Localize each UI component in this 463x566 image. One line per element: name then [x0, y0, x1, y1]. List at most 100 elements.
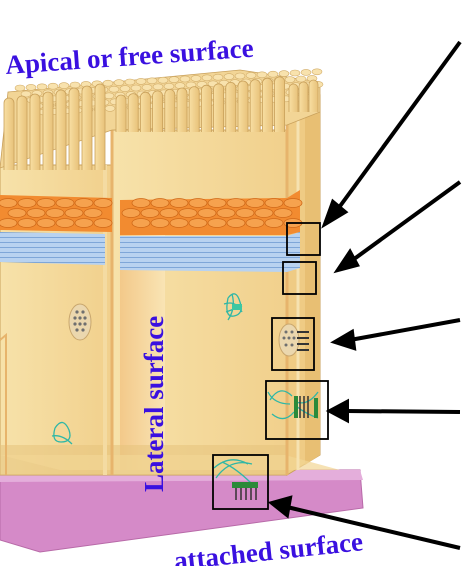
tight-junction-strand: [140, 208, 160, 218]
microvillus-tip: [267, 70, 279, 78]
microvillus: [152, 90, 163, 132]
microvillus-tip: [47, 82, 59, 90]
tight-junction-strand: [226, 218, 246, 228]
microvillus: [68, 87, 80, 170]
tight-junction-strand: [74, 218, 94, 228]
microvilli: [0, 68, 324, 170]
microvillus: [140, 91, 151, 132]
hemidesmosome-box: [212, 454, 269, 510]
microvillus-tip: [168, 76, 180, 83]
microvillus-tip: [201, 74, 213, 82]
microvillus: [213, 83, 224, 132]
tight-junction-strand: [74, 198, 94, 208]
tight-junction-strand: [245, 198, 265, 208]
microvillus: [42, 91, 54, 170]
tight-junction-strand: [55, 218, 75, 228]
tight-junction-strand: [159, 208, 179, 218]
tight-junction-strand: [131, 218, 151, 228]
hemidesmosome: [232, 482, 258, 500]
microvillus-tip: [311, 68, 323, 76]
tight-junction-strand: [207, 198, 227, 208]
microvillus-tip: [108, 85, 120, 93]
gap-junction-box: [271, 317, 315, 371]
microvillus: [94, 83, 106, 170]
microvillus-tip: [20, 90, 32, 98]
microvillus-tip: [284, 76, 296, 83]
tight-junction-strand: [283, 198, 303, 208]
microvillus-tip: [245, 72, 257, 79]
microvillus: [249, 79, 261, 132]
tight-junction-strand: [93, 218, 113, 228]
tight-junction-strand: [45, 208, 65, 218]
tight-junction-strand: [36, 198, 56, 208]
microvillus-tip: [119, 85, 131, 92]
arrow-right: [333, 40, 462, 215]
tight-junction-strand: [169, 218, 189, 228]
microvillus-tip: [163, 82, 175, 90]
microvillus-tip: [103, 92, 115, 100]
arrow-right: [349, 318, 461, 342]
microvillus: [127, 93, 139, 132]
tight-junction-strand: [36, 218, 56, 228]
tight-junction-strand: [207, 218, 227, 228]
microvillus-tip: [25, 84, 37, 91]
microvillus: [81, 85, 93, 170]
tight-junction-strand: [235, 208, 255, 218]
microvillus: [29, 93, 41, 170]
tight-junction-strand: [83, 208, 103, 218]
tight-junction-strand: [264, 198, 284, 208]
tight-junction-strand: [64, 208, 84, 218]
adherens-junction-box: [282, 261, 317, 295]
microvillus-tip: [223, 73, 235, 80]
microvillus-tip: [58, 82, 70, 89]
tight-junction-strand: [216, 208, 236, 218]
microvillus-tip: [174, 82, 186, 89]
microvillus: [115, 94, 127, 132]
lateral-surface-label: Lateral surface: [139, 316, 169, 492]
microvillus-tip: [300, 69, 312, 76]
microvillus: [176, 87, 188, 132]
arrow-right: [286, 505, 461, 550]
tight-junction-strand: [55, 198, 75, 208]
tight-junction-strand: [93, 198, 113, 208]
microvillus: [164, 89, 176, 132]
microvillus-tip: [179, 75, 191, 83]
microvillus: [55, 89, 67, 170]
microvillus: [188, 86, 200, 132]
desmosome-plaques: [232, 304, 318, 418]
tight-junction-strand: [188, 198, 208, 208]
tight-junction-strand: [7, 208, 27, 218]
tight-junction-band: [0, 190, 303, 235]
microvillus-tip: [190, 75, 202, 82]
arrow-right: [345, 409, 461, 414]
microvillus-tip: [113, 79, 125, 86]
microvillus-tip: [146, 77, 158, 85]
gap-junction-plaque: [68, 303, 309, 357]
microvillus: [298, 81, 309, 112]
tight-junction-strand: [0, 198, 18, 208]
microvillus-tip: [278, 70, 290, 77]
tight-junction-strand: [226, 198, 246, 208]
microvillus-tip: [130, 84, 142, 92]
tight-junction-strand: [169, 198, 189, 208]
microvillus: [237, 80, 249, 132]
microvillus: [274, 76, 285, 132]
tight-junction-strand: [150, 198, 170, 208]
tight-junction-strand: [188, 218, 208, 228]
microvillus-tip: [102, 79, 114, 87]
microvillus-tip: [256, 71, 268, 79]
microvillus-tip: [152, 83, 164, 91]
microvillus-tip: [289, 69, 301, 77]
microvillus: [3, 97, 15, 170]
microvillus-tip: [104, 105, 116, 112]
tight-junction-strand: [273, 208, 293, 218]
tight-junction-strand: [131, 198, 151, 208]
microvillus-tip: [295, 75, 307, 83]
microvillus-tip: [212, 73, 224, 81]
tight-junction-strand: [26, 208, 46, 218]
microvillus-tip: [124, 78, 136, 86]
tight-junction-strand: [0, 218, 18, 228]
adherens-band: [0, 232, 300, 272]
